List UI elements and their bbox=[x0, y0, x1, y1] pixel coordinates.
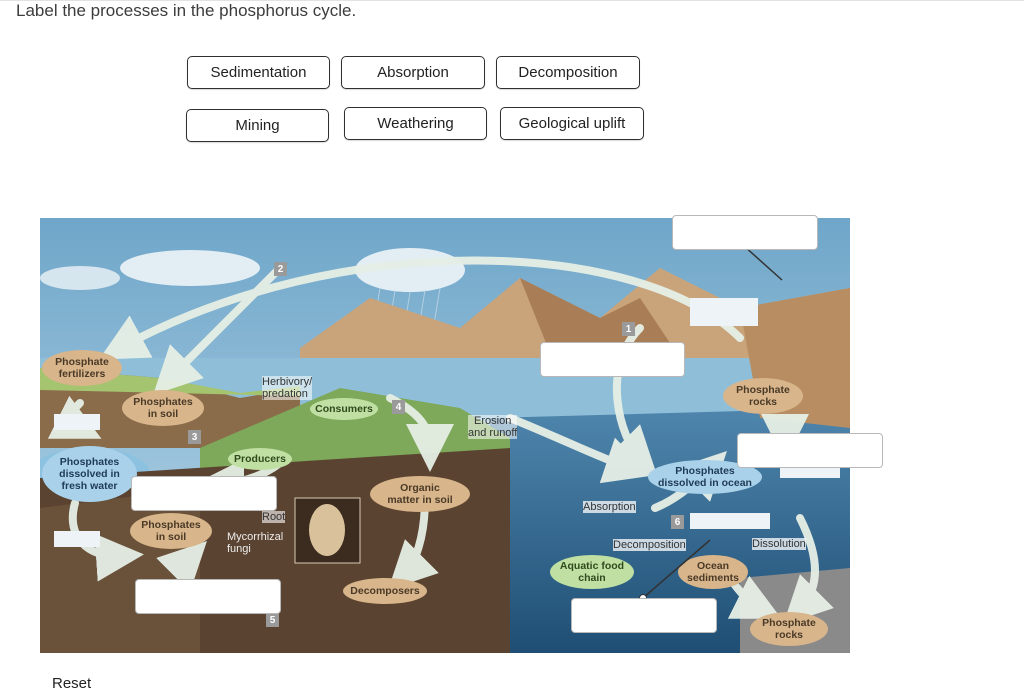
phosphates-fresh-water-label: Phosphates dissolved in fresh water bbox=[42, 446, 137, 502]
phosphates-in-soil-bottom-label: Phosphates in soil bbox=[130, 513, 212, 549]
small-slot bbox=[54, 414, 100, 430]
drop-slot-geological-uplift[interactable] bbox=[737, 433, 883, 468]
step-number-1: 1 bbox=[622, 322, 635, 336]
chip-decomposition[interactable]: Decomposition bbox=[496, 56, 640, 89]
consumers-label: Consumers bbox=[310, 398, 378, 420]
top-divider bbox=[0, 0, 1024, 1]
aquatic-food-chain-label: Aquatic food chain bbox=[550, 555, 634, 589]
drop-slot-sedimentation[interactable] bbox=[571, 598, 717, 633]
chip-weathering[interactable]: Weathering bbox=[344, 107, 487, 140]
phosphate-fertilizers-label: Phosphate fertilizers bbox=[42, 350, 122, 386]
mycorrhizal-label: Mycorrhizal fungi bbox=[227, 531, 284, 555]
step-number-3: 3 bbox=[188, 430, 201, 444]
erosion-runoff-label: Erosion and runoff bbox=[468, 415, 518, 439]
decomposers-label: Decomposers bbox=[343, 578, 427, 604]
chip-geological-uplift[interactable]: Geological uplift bbox=[500, 107, 644, 140]
producers-label: Producers bbox=[228, 448, 292, 470]
chip-mining[interactable]: Mining bbox=[186, 109, 329, 142]
decomposition-label: Decomposition bbox=[613, 539, 686, 551]
small-slot bbox=[690, 513, 770, 529]
question-instruction: Label the processes in the phosphorus cy… bbox=[16, 1, 357, 20]
step-number-4: 4 bbox=[392, 400, 405, 414]
dissolution-label: Dissolution bbox=[752, 538, 806, 550]
phosphate-rocks-bottom-label: Phosphate rocks bbox=[750, 612, 828, 646]
chip-sedimentation[interactable]: Sedimentation bbox=[187, 56, 330, 89]
phosphates-ocean-label: Phosphates dissolved in ocean bbox=[648, 460, 762, 494]
phosphates-in-soil-top-label: Phosphates in soil bbox=[122, 390, 204, 426]
absorption-label: Absorption bbox=[583, 501, 636, 513]
drop-slot-weathering[interactable] bbox=[540, 342, 685, 377]
chip-absorption[interactable]: Absorption bbox=[341, 56, 485, 89]
root-label: Root bbox=[262, 511, 286, 523]
small-slot bbox=[54, 531, 100, 547]
ocean-sediments-label: Ocean sediments bbox=[678, 555, 748, 589]
small-slot bbox=[690, 298, 758, 326]
drop-slot-absorption[interactable] bbox=[131, 476, 277, 511]
drop-slot-decomposition[interactable] bbox=[135, 579, 281, 614]
herbivory-label: Herbivory/ predation bbox=[262, 376, 313, 400]
step-number-2: 2 bbox=[274, 262, 287, 276]
phosphate-rocks-top-label: Phosphate rocks bbox=[723, 378, 803, 414]
drop-slot-mining[interactable] bbox=[672, 215, 818, 250]
step-number-6: 6 bbox=[671, 515, 684, 529]
step-number-5: 5 bbox=[266, 613, 279, 627]
organic-matter-label: Organic matter in soil bbox=[370, 476, 470, 512]
reset-button[interactable]: Reset bbox=[52, 675, 92, 692]
